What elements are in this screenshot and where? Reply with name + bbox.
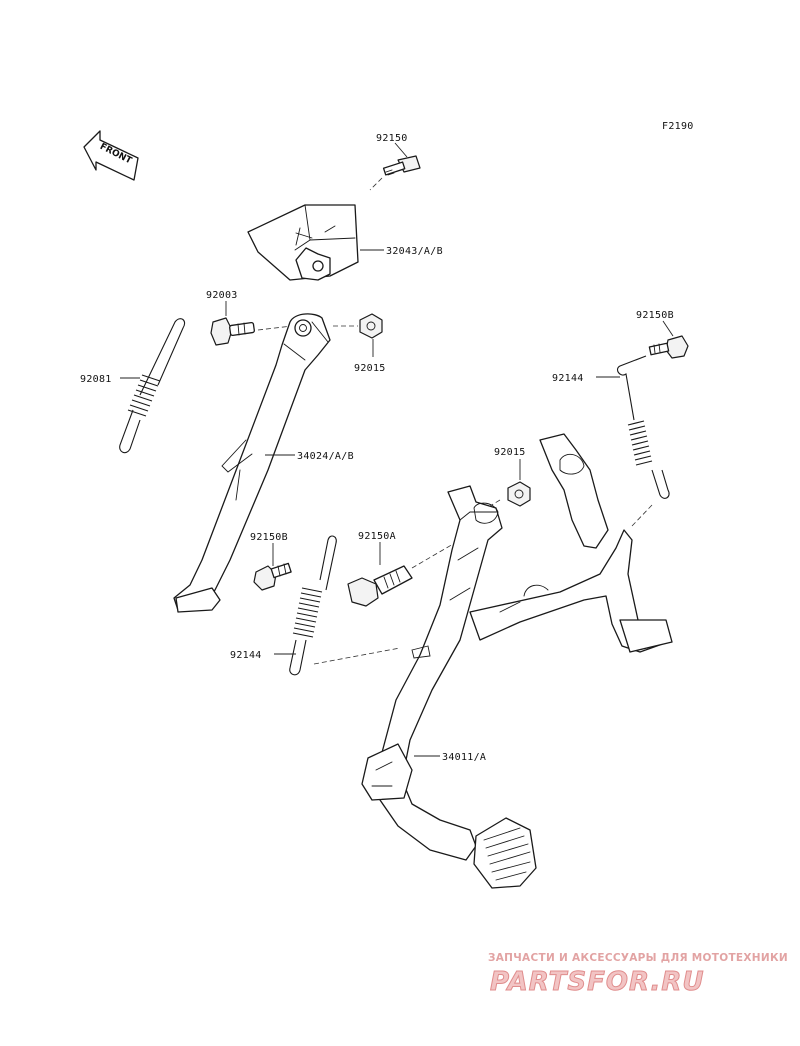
center-stand-34011 <box>361 433 673 889</box>
spring-92144-left <box>289 535 401 676</box>
side-stand-34024 <box>173 313 331 613</box>
spring-92081-coils <box>127 374 161 417</box>
spring-92144-right-coils <box>627 420 653 466</box>
bolt-92150B-left <box>253 562 292 591</box>
label-92150B-right: 92150B <box>636 310 674 321</box>
label-92144-right: 92144 <box>552 373 584 384</box>
label-34024: 34024/A/B <box>297 451 354 462</box>
pedal-pad <box>473 817 537 889</box>
figure-code: F2190 <box>662 121 694 132</box>
label-92150-top: 92150 <box>376 133 408 144</box>
spring-92144-left-coils <box>292 587 323 638</box>
watermark: ЗАПЧАСТИ И АКСЕССУАРЫ ДЛЯ МОТОТЕХНИКИ PA… <box>488 952 788 998</box>
watermark-logo: PARTSFOR.RU <box>490 967 704 997</box>
front-arrow-icon: FRONT <box>83 130 139 181</box>
label-92015-center: 92015 <box>494 447 526 458</box>
label-34011: 34011/A <box>442 752 486 763</box>
label-92150B-left: 92150B <box>250 532 288 543</box>
watermark-subtitle: ЗАПЧАСТИ И АКСЕССУАРЫ ДЛЯ МОТОТЕХНИКИ <box>488 952 788 964</box>
label-92150A: 92150A <box>358 531 396 542</box>
bolt-92150B-right <box>648 335 689 359</box>
bolt-92150-top <box>369 155 421 191</box>
label-92144-left: 92144 <box>230 650 262 661</box>
bolt-92150A <box>347 539 461 607</box>
label-92081: 92081 <box>80 374 112 385</box>
nut-92015-left <box>333 313 383 339</box>
bracket-32043 <box>247 204 359 281</box>
spring-92081 <box>119 318 186 454</box>
bolt-92003 <box>210 317 293 346</box>
label-92003: 92003 <box>206 290 238 301</box>
label-92015-left: 92015 <box>354 363 386 374</box>
spring-92144-right <box>617 355 670 527</box>
label-32043: 32043/A/B <box>386 246 443 257</box>
